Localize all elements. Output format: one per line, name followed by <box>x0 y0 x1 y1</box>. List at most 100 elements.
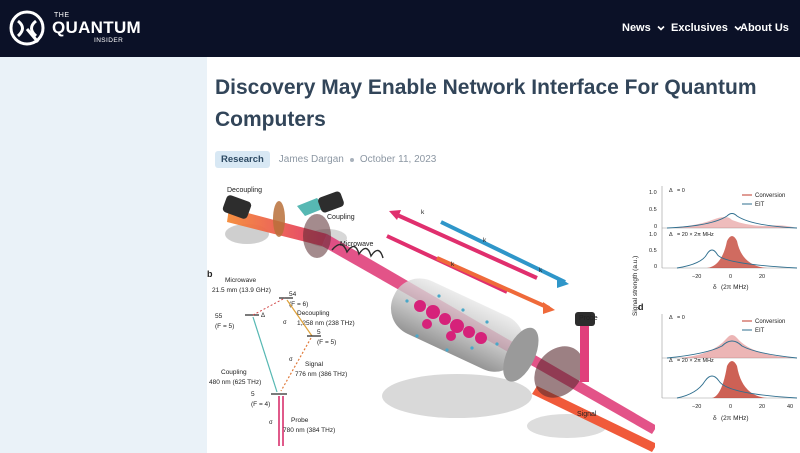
xtick-c-m20: −20 <box>692 274 701 280</box>
kc-arrow-head-icon <box>557 276 569 288</box>
decoupling-laser-icon <box>222 195 252 219</box>
eit-curve-c2 <box>676 249 798 269</box>
label-ks: k <box>451 261 455 268</box>
ld-level-5p: 5 <box>251 391 255 398</box>
label-kp: k <box>421 209 425 216</box>
label-coupling-top: Coupling <box>327 214 355 221</box>
label-signal: Signal <box>577 411 597 418</box>
atoms-blue-shape <box>405 294 499 352</box>
ld-sigma-plus-2: σ <box>269 420 273 426</box>
ld-decoupling-val: 1,258 nm (238 THz) <box>297 320 355 327</box>
logo-the: THE <box>54 12 70 19</box>
eit-curve-d1 <box>666 340 798 359</box>
ytick-c1-1: 1.0 <box>649 190 657 196</box>
ld-probe: Probe <box>291 417 309 424</box>
ld-microwave-val: 21.5 mm (13.9 GHz) <box>212 287 271 294</box>
delta20-c-val: = 20 × 2π MHz <box>677 232 714 238</box>
ytick-c2-0: 0 <box>654 264 657 270</box>
ld-probe-val: 780 nm (384 THz) <box>283 427 335 434</box>
xtick-d-20: 20 <box>759 404 765 410</box>
ld-signal: Signal <box>305 361 324 368</box>
xtick-c-0: 0 <box>729 274 732 280</box>
nav-exclusives[interactable]: Exclusives <box>671 19 742 37</box>
coupling-laser-icon <box>318 191 344 213</box>
signal-beam <box>532 386 657 452</box>
label-decoupling-top: Decoupling <box>227 187 262 194</box>
xtick-c-20: 20 <box>759 274 765 280</box>
ld-delta-mw: Δ <box>261 313 265 319</box>
label-microwave-top: Microwave <box>340 241 374 248</box>
xlabel-c: δ <box>713 284 717 291</box>
ld-coupling-val: 480 nm (625 THz) <box>209 379 261 386</box>
nav-news-label: News <box>622 22 651 34</box>
microwave-coil-shape <box>331 243 384 259</box>
ytick-c2-05: 0.5 <box>649 248 657 254</box>
nav-news[interactable]: News <box>622 19 665 37</box>
logo-quantum: QUANTUM <box>52 18 141 37</box>
nav-about-us-label: About Us <box>740 22 789 34</box>
conversion-curve-d2 <box>712 361 767 398</box>
eit-curve-d2 <box>676 375 798 399</box>
article-date: October 11, 2023 <box>359 154 437 165</box>
ytick-c2-1: 1.0 <box>649 232 657 238</box>
article-meta: Research James Dargan October 11, 2023 <box>215 151 436 168</box>
chevron-down-icon <box>657 25 665 31</box>
kc-arrow <box>440 220 566 284</box>
left-sidebar <box>0 57 207 453</box>
delta20-d: Δ <box>669 358 673 364</box>
article-figure[interactable]: k k k k Decoupling Coupling Microwave Pr… <box>207 186 800 453</box>
panel-label-d: d <box>638 302 644 312</box>
dichroic-mirror-shape <box>303 214 331 258</box>
vapor-cell <box>390 278 539 382</box>
category-badge[interactable]: Research <box>215 151 270 168</box>
ld-level-54f: 54 <box>289 291 297 298</box>
spectrum-plots: Signal strength (a.u.) 1.0 0.5 0 1.0 0.5… <box>632 186 800 453</box>
probe-mirror-shape <box>534 346 584 398</box>
xlabel-d: δ <box>713 415 717 422</box>
xtick-d-m20: −20 <box>692 404 701 410</box>
delta0-d-val: = 0 <box>677 315 685 321</box>
coupling-beam <box>297 198 325 216</box>
kp-arrow-head-icon <box>389 210 401 220</box>
panel-label-b: b <box>207 269 213 279</box>
energy-level-diagram: Microwave 21.5 mm (13.9 GHz) 54 (F = 6) … <box>209 277 355 446</box>
ld-level-55d: 55 <box>215 313 223 320</box>
probe-input-beam <box>580 326 589 382</box>
ld-coupling: Coupling <box>221 369 247 376</box>
logo-insider: INSIDER <box>94 37 124 44</box>
ld-sigma-plus-1: σ <box>283 320 287 326</box>
delta20-d-val: = 20 × 2π MHz <box>677 358 714 364</box>
plot-ylabel-c: Signal strength (a.u.) <box>632 256 639 316</box>
ld-signal-val: 776 nm (386 THz) <box>295 371 347 378</box>
ld-microwave: Microwave <box>225 277 256 284</box>
delta0-c: Δ <box>669 188 673 194</box>
article-author[interactable]: James Dargan <box>278 154 344 165</box>
eit-curve-c1 <box>666 213 798 229</box>
legend-conversion-d: Conversion <box>755 319 785 325</box>
nav-exclusives-label: Exclusives <box>671 22 728 34</box>
nav-about-us[interactable]: About Us <box>740 19 789 37</box>
delta0-d: Δ <box>669 315 673 321</box>
ld-level-5d: 5 <box>317 329 321 336</box>
legend-eit-c: EIT <box>755 202 765 208</box>
xtick-d-40: 40 <box>787 404 793 410</box>
label-probe: Probe <box>579 315 598 322</box>
atoms-shape <box>414 300 487 344</box>
xunit-c: (2π MHz) <box>721 284 749 291</box>
legend-eit-d: EIT <box>755 328 765 334</box>
ld-level-5p-f: (F = 4) <box>251 401 270 408</box>
site-header: THE QUANTUM INSIDER News Exclusives Abou… <box>0 0 800 57</box>
ld-level-55d-f: (F = 5) <box>215 323 234 330</box>
ld-sigma-minus: σ <box>289 357 293 363</box>
conversion-curve-d1 <box>677 335 797 358</box>
shadow-shape <box>382 374 532 418</box>
figure-illustration: k k k k Decoupling Coupling Microwave Pr… <box>207 186 800 453</box>
label-kc: k <box>483 237 487 244</box>
ks-arrow <box>436 256 550 310</box>
legend-conversion-c: Conversion <box>755 193 785 199</box>
label-kmw: k <box>539 267 543 274</box>
probe-laser-icon <box>575 312 595 326</box>
site-logo[interactable]: THE QUANTUM INSIDER <box>8 7 141 49</box>
delta20-c: Δ <box>669 232 673 238</box>
ld-level-54f-f: (F = 6) <box>289 301 308 308</box>
